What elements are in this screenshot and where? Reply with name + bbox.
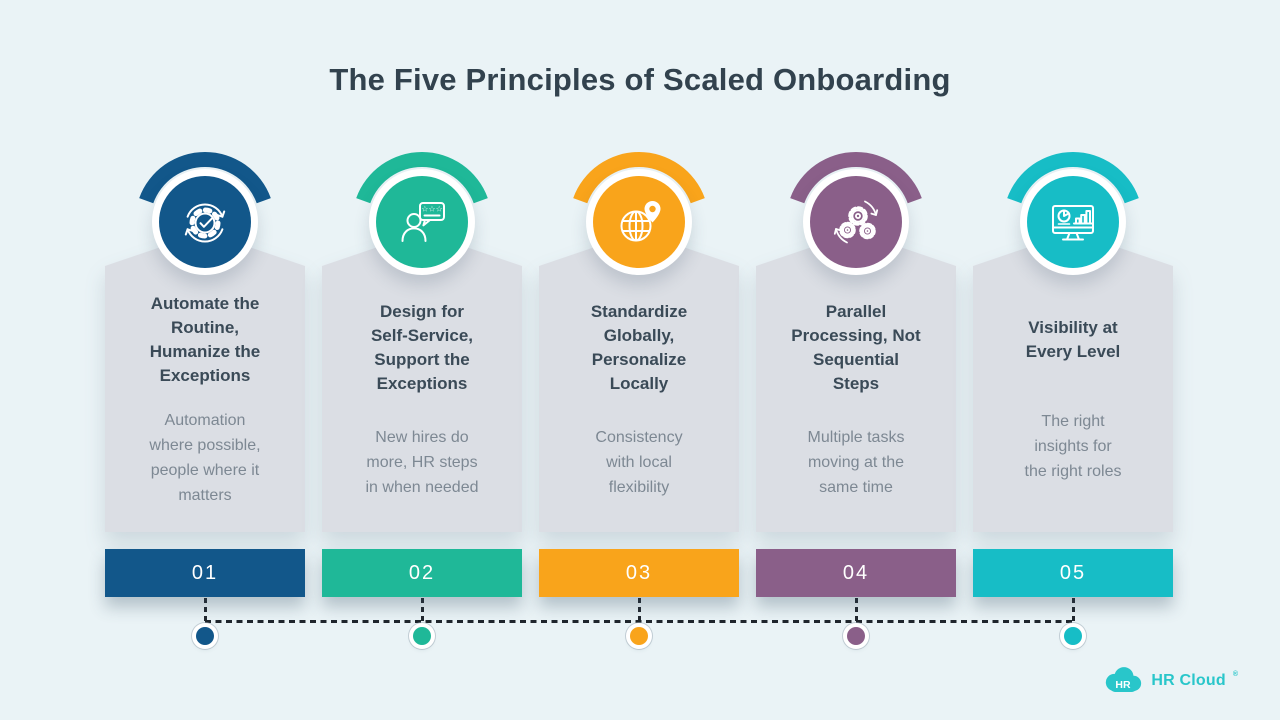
card-panel: [539, 232, 739, 532]
icon-badge: [159, 176, 251, 268]
principle-card-4: Parallel Processing, Not Sequential Step…: [756, 142, 956, 662]
principle-card-2: Design for Self-Service, Support the Exc…: [322, 142, 522, 662]
timeline-connector: [854, 598, 858, 623]
card-description: Consistency with local flexibility: [595, 428, 683, 496]
principle-card-1: Automate the Routine, Humanize the Excep…: [105, 142, 305, 662]
card-panel: [322, 232, 522, 532]
icon-badge: [810, 176, 902, 268]
cloud-icon: HR: [1106, 667, 1142, 692]
card-panel: [756, 232, 956, 532]
globe-location-pin-icon: [620, 201, 661, 242]
person-feedback-stars-icon: ☆☆☆: [401, 202, 445, 242]
timeline-connector: [1071, 598, 1075, 623]
svg-text:☆☆☆: ☆☆☆: [421, 205, 443, 214]
card-title: Automate the Routine, Humanize the Excep…: [149, 294, 261, 385]
page-title: The Five Principles of Scaled Onboarding: [329, 62, 951, 97]
automation-gear-check-icon: [184, 203, 226, 243]
timeline-dot: [847, 627, 865, 645]
card-description: Multiple tasks moving at the same time: [807, 428, 905, 496]
icon-badge: [1027, 176, 1119, 268]
crest-arc: [1007, 151, 1139, 204]
timeline-dot: [413, 627, 431, 645]
crest-arc: [790, 151, 922, 204]
principle-card-5: Visibility at Every Level The right insi…: [973, 142, 1173, 662]
timeline-dot: [630, 627, 648, 645]
card-description: Automation where possible, people where …: [149, 412, 261, 504]
hr-cloud-logo: HR HR Cloud ®: [1102, 665, 1238, 696]
logo-text: HR Cloud: [1151, 671, 1226, 689]
registered-mark: ®: [1232, 671, 1238, 678]
card-description: The right insights for the right roles: [1024, 412, 1122, 480]
crest-arc: [573, 151, 705, 204]
crest-arc: [356, 151, 488, 204]
step-number-bar: 01: [105, 549, 305, 597]
icon-badge: [593, 176, 685, 268]
monitor-analytics-icon: [1052, 205, 1094, 241]
step-number-bar: 05: [973, 549, 1173, 597]
sync-gears-icon: [833, 200, 879, 244]
step-number-bar: 04: [756, 549, 956, 597]
step-number-bar: 03: [539, 549, 739, 597]
timeline-dot: [196, 627, 214, 645]
crest-arc: [139, 151, 271, 204]
svg-text:HR: HR: [1116, 679, 1132, 691]
timeline-dashed-line: [205, 620, 1073, 623]
step-number-bar: 02: [322, 549, 522, 597]
card-panel: [973, 232, 1173, 532]
card-panel: [105, 232, 305, 532]
card-title: Visibility at Every Level: [1025, 318, 1121, 362]
icon-badge: ☆☆☆: [376, 176, 468, 268]
card-description: New hires do more, HR steps in when need…: [365, 428, 479, 496]
timeline-dot: [1064, 627, 1082, 645]
timeline-connector: [637, 598, 641, 623]
principle-card-3: Standardize Globally, Personalize Locall…: [539, 142, 739, 662]
card-title: Design for Self-Service, Support the Exc…: [370, 302, 474, 394]
timeline-connector: [420, 598, 424, 623]
card-title: Parallel Processing, Not Sequential Step…: [791, 302, 921, 394]
card-title: Standardize Globally, Personalize Locall…: [590, 302, 688, 394]
timeline-connector: [203, 598, 207, 623]
